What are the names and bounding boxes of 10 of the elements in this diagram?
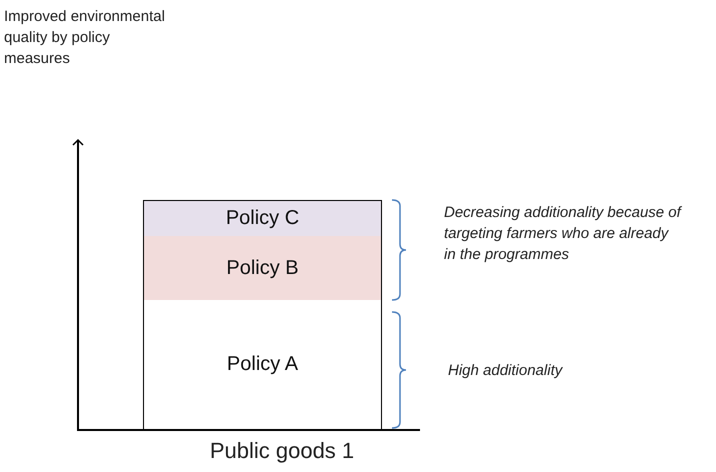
segment-label: Policy B	[226, 256, 299, 280]
bar-segment	[143, 236, 382, 301]
segment-label: Policy A	[226, 353, 298, 376]
annotation-text: High additionality	[448, 361, 564, 381]
axis-title: Public goods 1	[208, 437, 356, 465]
axis-title: Improved environmental quality by policy measures	[4, 7, 166, 69]
bar-segment	[143, 200, 382, 237]
bar-segment	[143, 300, 382, 430]
annotation-text: Decreasing additionality because of targeting farmers who are already in the programmes	[444, 203, 683, 265]
segment-label: Policy C	[226, 207, 300, 230]
